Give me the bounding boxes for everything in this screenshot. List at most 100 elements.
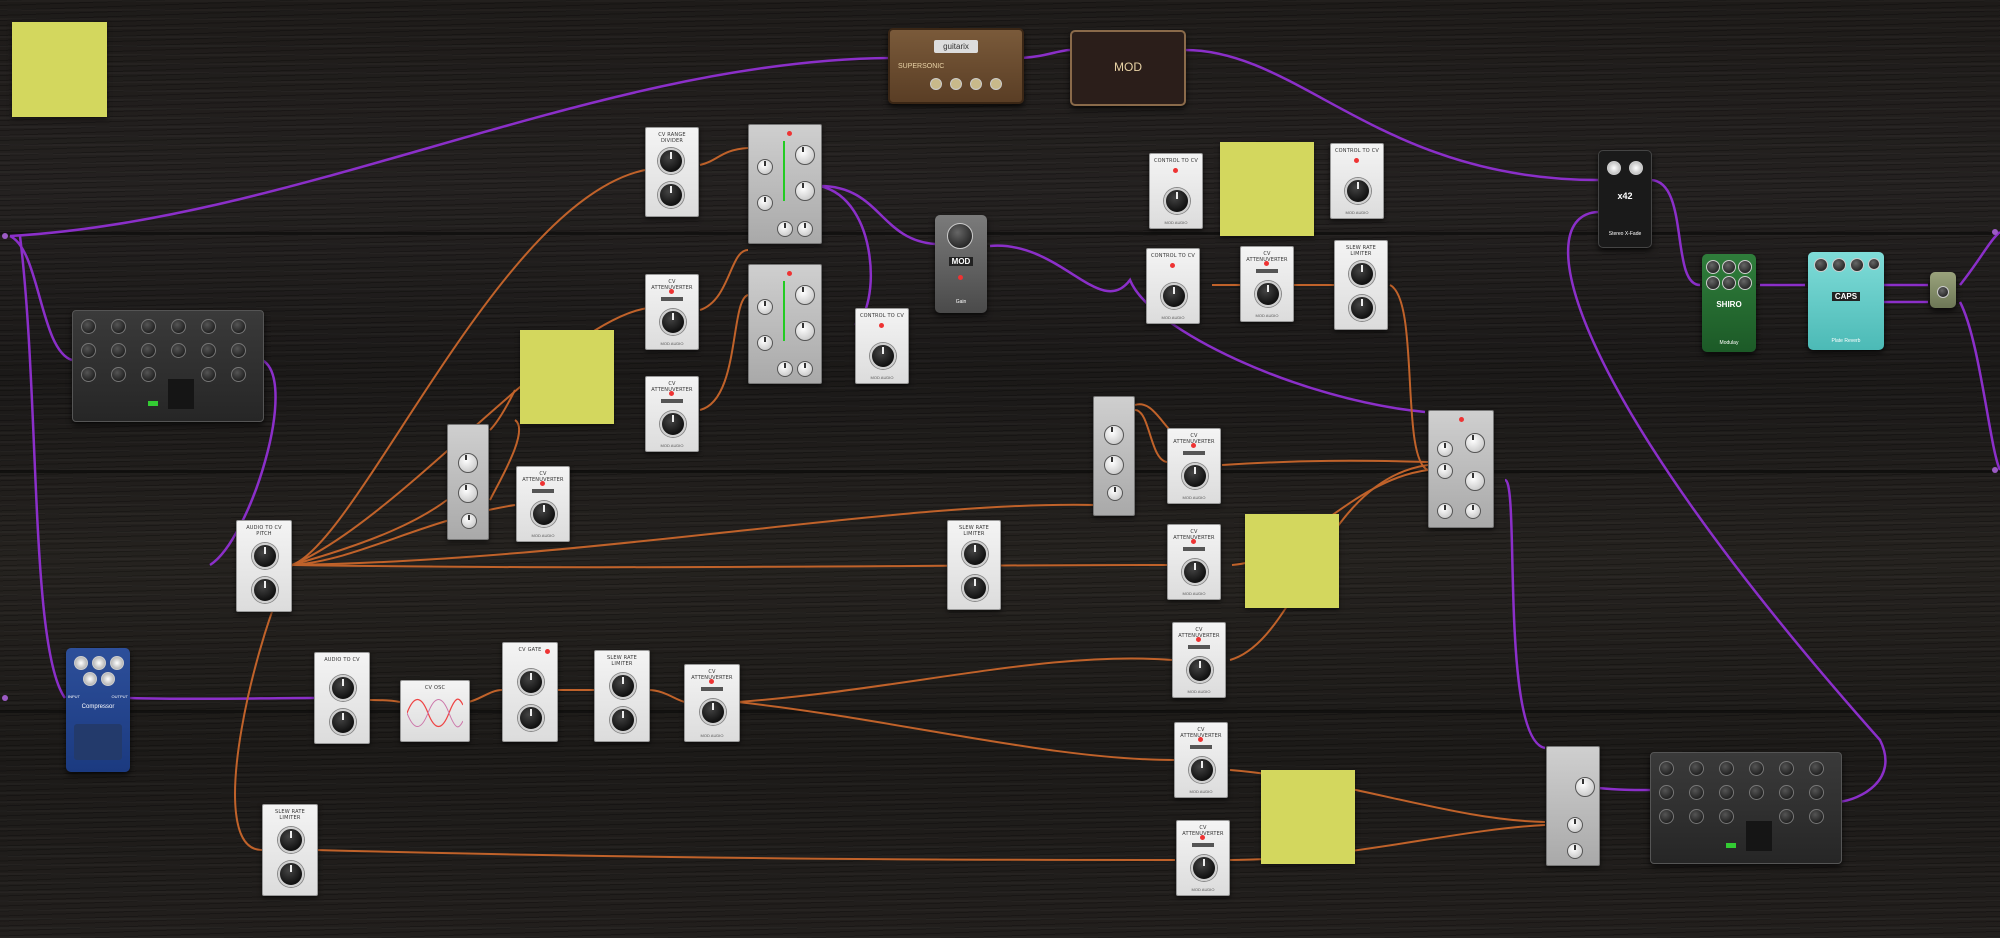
slew-rate-limiter-module[interactable]: SLEW RATE LIMITER [262,804,318,896]
small-pedal[interactable] [1930,272,1956,308]
sticky-note[interactable] [1220,142,1314,236]
cv-gate-module[interactable]: CV GATE [502,642,558,742]
module-knob[interactable] [1567,817,1583,833]
pedal-knob[interactable] [1832,258,1846,272]
audio-to-cv-pitch-module[interactable]: AUDIO TO CV PITCH [236,520,292,612]
amp-knob[interactable] [970,78,982,90]
pedal-knob[interactable] [1722,260,1736,274]
cv-attenuverter-module[interactable]: CV ATTENUVERTER MOD AUDIO [684,664,740,742]
module-knob[interactable] [757,335,773,351]
module-knob[interactable] [1349,295,1375,321]
speaker-cabinet[interactable]: MOD [1070,30,1186,106]
cv-attenuverter-module[interactable]: CV ATTENUVERTER MOD AUDIO [1167,428,1221,504]
module-knob[interactable] [1437,463,1453,479]
module-knob[interactable] [1107,485,1123,501]
module-knob[interactable] [458,453,478,473]
module-knob[interactable] [797,361,813,377]
mixer-plugin[interactable] [1650,752,1842,864]
cv-attenuverter-module[interactable]: CV ATTENUVERTER MOD AUDIO [1167,524,1221,600]
cv-attenuverter-module[interactable]: CV ATTENUVERTER MOD AUDIO [516,466,570,542]
module-knob[interactable] [610,673,636,699]
cv-osc-module[interactable]: CV OSC [400,680,470,742]
system-output-jack[interactable] [1992,229,1998,235]
sticky-note[interactable] [12,22,107,117]
mod-gain-pedal[interactable]: MOD Gain [935,215,987,313]
cv-utility-module[interactable] [447,424,489,540]
cv-range-divider-module[interactable]: CV RANGE DIVIDER [645,127,699,217]
pedal-knob[interactable] [74,656,88,670]
module-knob[interactable] [870,343,896,369]
module-knob[interactable] [1567,843,1583,859]
module-knob[interactable] [518,669,544,695]
module-knob[interactable] [330,675,356,701]
system-output-jack[interactable] [1992,467,1998,473]
module-knob[interactable] [757,299,773,315]
cv-utility-module[interactable] [748,124,822,244]
pedal-knob[interactable] [92,656,106,670]
pedal-knob[interactable] [1868,258,1880,270]
pedal-knob[interactable] [83,672,97,686]
module-knob[interactable] [278,861,304,887]
module-knob[interactable] [658,182,684,208]
module-knob[interactable] [1345,178,1371,204]
module-knob[interactable] [330,709,356,735]
module-knob[interactable] [660,411,686,437]
module-knob[interactable] [1161,283,1187,309]
module-knob[interactable] [797,221,813,237]
slew-rate-limiter-module[interactable]: SLEW RATE LIMITER [594,650,650,742]
module-knob[interactable] [962,575,988,601]
slew-rate-limiter-module[interactable]: SLEW RATE LIMITER [1334,240,1388,330]
module-knob[interactable] [531,501,557,527]
module-knob[interactable] [1182,463,1208,489]
module-knob[interactable] [1465,471,1485,491]
module-knob[interactable] [1164,188,1190,214]
cv-attenuverter-module[interactable]: CV ATTENUVERTER MOD AUDIO [1176,820,1230,896]
system-input-jack[interactable] [2,695,8,701]
stereo-xfade-pedal[interactable]: x42 Stereo X-Fade [1598,150,1652,248]
pedal-knob[interactable] [110,656,124,670]
pedal-knob[interactable] [1607,161,1621,175]
pedal-knob[interactable] [1706,276,1720,290]
sticky-note[interactable] [1261,770,1355,864]
module-knob[interactable] [610,707,636,733]
caps-plate-reverb-pedal[interactable]: CAPS Plate Reverb [1808,252,1884,350]
module-knob[interactable] [795,321,815,341]
control-to-cv-module[interactable]: CONTROL TO CV MOD AUDIO [1330,143,1384,219]
system-input-jack[interactable] [2,233,8,239]
module-knob[interactable] [757,195,773,211]
module-knob[interactable] [252,543,278,569]
cv-attenuverter-module[interactable]: CV ATTENUVERTER MOD AUDIO [645,274,699,350]
mixer-plugin[interactable] [72,310,264,422]
module-knob[interactable] [1187,657,1213,683]
cv-utility-module[interactable] [748,264,822,384]
cv-utility-module[interactable] [1093,396,1135,516]
cv-utility-module[interactable] [1546,746,1600,866]
module-knob[interactable] [795,181,815,201]
module-knob[interactable] [278,827,304,853]
control-to-cv-module[interactable]: CONTROL TO CV MOD AUDIO [855,308,909,384]
control-to-cv-module[interactable]: CONTROL TO CV MOD AUDIO [1149,153,1203,229]
module-knob[interactable] [700,699,726,725]
module-knob[interactable] [458,483,478,503]
module-knob[interactable] [1104,455,1124,475]
amp-knob[interactable] [930,78,942,90]
module-knob[interactable] [1191,855,1217,881]
module-knob[interactable] [461,513,477,529]
module-knob[interactable] [518,705,544,731]
pedal-knob[interactable] [1722,276,1736,290]
amp-knob[interactable] [950,78,962,90]
module-knob[interactable] [1349,261,1375,287]
shiro-modulay-pedal[interactable]: SHIRO Modulay [1702,254,1756,352]
gain-knob[interactable] [947,223,973,249]
compressor-pedal[interactable]: INPUT OUTPUT Compressor [66,648,130,772]
module-knob[interactable] [1189,757,1215,783]
control-to-cv-module[interactable]: CONTROL TO CV MOD AUDIO [1146,248,1200,324]
module-knob[interactable] [658,148,684,174]
module-knob[interactable] [1104,425,1124,445]
module-knob[interactable] [757,159,773,175]
cv-utility-module[interactable] [1428,410,1494,528]
cv-attenuverter-module[interactable]: CV ATTENUVERTER MOD AUDIO [1174,722,1228,798]
cv-attenuverter-module[interactable]: CV ATTENUVERTER MOD AUDIO [645,376,699,452]
guitar-amp[interactable]: guitarix SUPERSONIC [888,28,1024,104]
module-knob[interactable] [795,145,815,165]
